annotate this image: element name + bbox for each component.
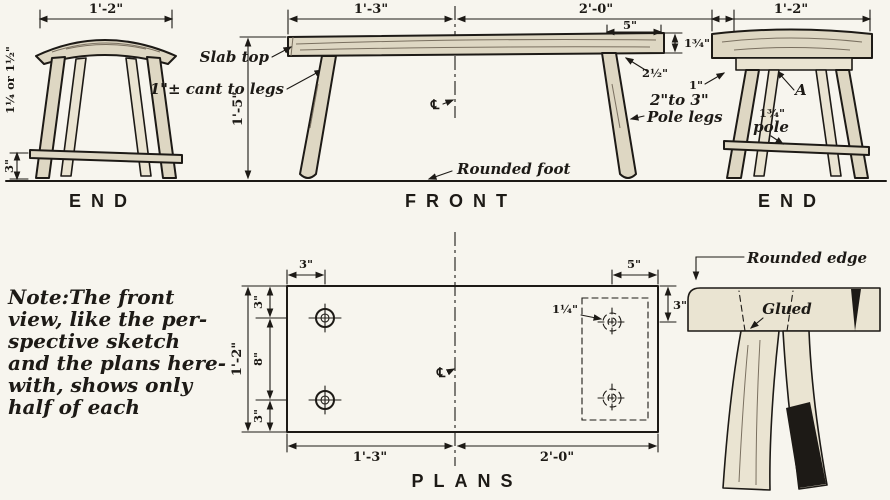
front-leg <box>835 69 869 179</box>
front-leg <box>35 56 66 179</box>
dim-bench-height: 1'-5" <box>231 92 246 126</box>
label-pole-legs-size: 2"to 3" <box>649 91 709 109</box>
view-title-plans: PLANS <box>411 471 522 491</box>
view-title-end-right: END <box>758 191 826 211</box>
dim-plan-edge-margin: 3" <box>673 298 687 312</box>
dim-slab-edge: 1¾" <box>684 36 710 50</box>
rear-leg <box>815 69 842 177</box>
joint-detail-view: Rounded edge Glued <box>687 249 881 491</box>
centerline-symbol-front: ℄ <box>430 98 440 113</box>
stretcher-pole <box>29 149 183 164</box>
dim-plan-width: 1'-2" <box>230 342 245 376</box>
front-leg <box>146 56 177 179</box>
dim-end-overhang: 5" <box>623 18 637 32</box>
view-title-front: FRONT <box>405 191 517 211</box>
dim-plan-leg-inset: 3" <box>299 257 313 271</box>
wedge <box>851 289 861 331</box>
dim-end-right-width: 1'-2" <box>774 2 808 17</box>
plans-view: ℄ 3" 5" 3" 1¼" <box>230 232 687 491</box>
dim-front-right: 2'-0" <box>579 2 613 17</box>
cleat-section <box>735 57 853 71</box>
pole-leg-left <box>299 55 337 179</box>
plan-outline <box>286 285 659 433</box>
leg-position-solid <box>308 303 342 415</box>
dim-stretcher-height: 3" <box>2 159 16 173</box>
dim-plan-bottom-right: 2'-0" <box>540 450 574 465</box>
end-view-left: 1'-2" 1¼ or 1½" 3" END <box>2 2 183 211</box>
dim-end-right-inset: 1" <box>689 78 703 92</box>
cleat-hidden-outline <box>581 297 649 421</box>
dim-plan-cleat-offset: 1¼" <box>552 302 578 316</box>
front-view: 1'-3" 2'-0" Slab top 1"± cant to legs 1'… <box>150 2 735 211</box>
label-rounded-foot: Rounded foot <box>456 160 570 178</box>
rear-leg <box>60 57 87 177</box>
note-line: Note:The front <box>7 285 175 309</box>
dim-plan-bottom-left: 1'-3" <box>353 450 387 465</box>
dim-end-left-width: 1'-2" <box>89 2 123 17</box>
view-title-end-left: END <box>69 191 137 211</box>
slab-detail-section <box>687 287 881 332</box>
note-block: Note:The front view, like the per- spect… <box>7 285 226 419</box>
dim-front-left: 1'-3" <box>354 2 388 17</box>
dim-plan-end-overhang: 5" <box>627 257 641 271</box>
end-view-right: 1'-2" 1" A 1¾" pole END <box>689 2 873 211</box>
label-a-ref: A <box>793 81 807 99</box>
dim-slab-thickness: 1¼ or 1½" <box>3 46 17 114</box>
label-pole: pole <box>753 118 789 136</box>
slab-end-section <box>35 39 177 65</box>
tenon-hidden-lines <box>738 290 794 332</box>
label-cant-to-legs: 1"± cant to legs <box>150 80 285 98</box>
dim-plan-side-bot: 3" <box>251 409 265 423</box>
leg-detail-left <box>722 330 780 491</box>
note-line: spective sketch <box>7 329 180 353</box>
stretcher-pole <box>723 140 870 156</box>
note-line: and the plans here- <box>8 351 226 375</box>
note-line: half of each <box>8 395 140 419</box>
pole-leg-right <box>601 52 637 179</box>
label-glued: Glued <box>762 300 812 318</box>
note-line: view, like the per- <box>8 307 207 331</box>
dim-plan-side-mid: 8" <box>251 352 265 366</box>
dim-plan-side-top: 3" <box>251 295 265 309</box>
leg-detail-shading <box>786 402 826 488</box>
label-rounded-edge: Rounded edge <box>746 249 867 267</box>
slab-end-section-right <box>711 28 873 59</box>
dim-leg-seat: 2½" <box>642 66 668 80</box>
label-slab-top: Slab top <box>200 48 270 66</box>
rear-leg <box>125 57 152 177</box>
note-line: with, shows only <box>8 373 194 397</box>
dim-pole: 1¾" <box>759 106 785 120</box>
label-pole-legs: Pole legs <box>646 108 723 126</box>
centerline-symbol-plan: ℄ <box>436 366 446 381</box>
